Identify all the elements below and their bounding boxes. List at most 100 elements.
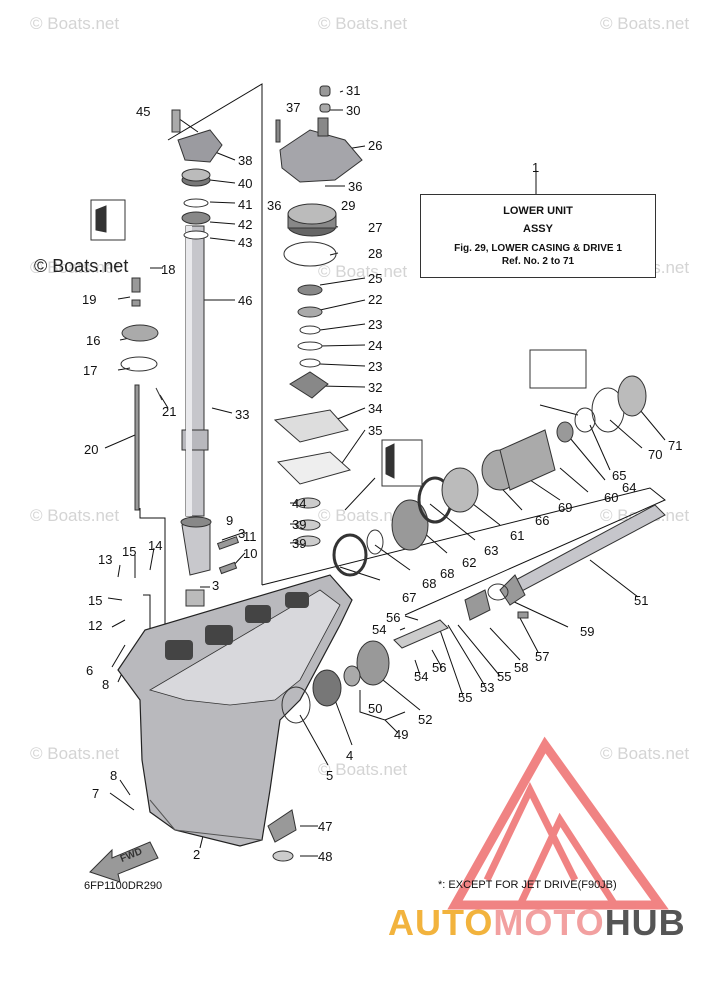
watermark: © Boats.net (30, 258, 120, 277)
water-pump-parts (273, 85, 363, 547)
callout-number[interactable]: 35 (368, 423, 383, 438)
callout-number[interactable]: 39 (292, 517, 307, 532)
watermark: © Boats.net (318, 14, 408, 33)
drawing-code: 6FP1100DR290 (84, 880, 163, 892)
callout-number[interactable]: 57 (535, 649, 550, 664)
callout-number[interactable]: 56 (432, 660, 447, 675)
callout-number[interactable]: 11 (243, 529, 257, 544)
callout-number[interactable]: 12 (88, 618, 103, 633)
callout-number[interactable]: 61 (510, 528, 525, 543)
callout-number[interactable]: 34 (368, 401, 383, 416)
callout-number[interactable]: 65 (612, 468, 627, 483)
callout-number[interactable]: 14 (148, 538, 163, 553)
callout-number[interactable]: 36 (267, 198, 282, 213)
callout-number[interactable]: 66 (535, 513, 550, 528)
callout-number[interactable]: 25 (368, 271, 383, 286)
callout-number[interactable]: 9 (226, 513, 234, 528)
callout-number[interactable]: 24 (368, 338, 383, 353)
callout-number[interactable]: 47 (318, 819, 333, 834)
callout-number[interactable]: 67 (402, 590, 417, 605)
watermark: © Boats.net (30, 14, 120, 33)
callout-number[interactable]: 50 (368, 701, 383, 716)
callout-number[interactable]: 68 (422, 576, 437, 591)
callout-number[interactable]: 63 (484, 543, 499, 558)
callout-number[interactable]: 3 (238, 526, 246, 541)
callout-number[interactable]: 13 (98, 552, 113, 567)
assembly-info-box: LOWER UNIT ASSY Fig. 29, LOWER CASING & … (420, 194, 656, 278)
callout-number[interactable]: 54 (414, 669, 429, 684)
callout-number[interactable]: 6 (86, 663, 94, 678)
callout-number[interactable]: 32 (368, 380, 383, 395)
callout-number[interactable]: 43 (238, 235, 253, 250)
callout-number[interactable]: 56 (386, 610, 401, 625)
callout-number[interactable]: 55 (458, 690, 473, 705)
watermark: © Boats.net (30, 506, 120, 525)
callout-number[interactable]: 10 (243, 546, 258, 561)
callout-number[interactable]: 5 (326, 768, 334, 783)
callout-number[interactable]: 36 (348, 179, 363, 194)
callout-number[interactable]: 30 (346, 103, 361, 118)
callout-number[interactable]: 15 (122, 544, 137, 559)
watermark: © Boats.net (318, 760, 408, 779)
brand-wordmark: AUTOMOTOHUB (388, 902, 686, 944)
callout-number[interactable]: 8 (110, 768, 118, 783)
callout-number[interactable]: 23 (368, 317, 383, 332)
callout-number[interactable]: 69 (558, 500, 573, 515)
shift-rod-parts (90, 199, 163, 511)
callout-number[interactable]: 31 (346, 83, 361, 98)
callout-number[interactable]: 7 (92, 786, 100, 801)
callout-number[interactable]: 20 (84, 442, 99, 457)
callout-number[interactable]: 4 (346, 748, 354, 763)
propeller-shaft-parts (281, 349, 666, 724)
callout-number[interactable]: 22 (368, 292, 383, 307)
callout-number[interactable]: 48 (318, 849, 333, 864)
shaft-upper-parts (171, 109, 223, 240)
callout-number[interactable]: 71 (668, 438, 683, 453)
callout-number[interactable]: 42 (238, 217, 253, 232)
callout-number[interactable]: 26 (368, 138, 383, 153)
callout-number[interactable]: 17 (83, 363, 98, 378)
callout-number[interactable]: 45 (136, 104, 151, 119)
callout-number[interactable]: 19 (82, 292, 97, 307)
figure-reference: Fig. 29, LOWER CASING & DRIVE 1 (454, 243, 622, 254)
callout-number[interactable]: 62 (462, 555, 477, 570)
callout-number[interactable]: 15 (88, 593, 103, 608)
callout-number[interactable]: 41 (238, 197, 253, 212)
callout-number[interactable]: 3 (212, 578, 220, 593)
callout-number[interactable]: 54 (372, 622, 387, 637)
callout-number[interactable]: 55 (497, 669, 512, 684)
callout-number[interactable]: 70 (648, 447, 663, 462)
callout-number[interactable]: 51 (634, 593, 649, 608)
callout-number[interactable]: 52 (418, 712, 433, 727)
callout-number[interactable]: 40 (238, 176, 253, 191)
callout-number[interactable]: 23 (368, 359, 383, 374)
callout-number[interactable]: 49 (394, 727, 409, 742)
callout-number[interactable]: 46 (238, 293, 253, 308)
callout-number[interactable]: 8 (102, 677, 110, 692)
lower-casing (117, 574, 353, 847)
callout-number[interactable]: 28 (368, 246, 383, 261)
watermark: © Boats.net (30, 744, 120, 763)
callout-number[interactable]: 33 (235, 407, 250, 422)
drive-shaft (181, 225, 209, 517)
callout-number[interactable]: 16 (86, 333, 101, 348)
forward-arrow-icon (89, 841, 159, 883)
callout-number[interactable]: 60 (604, 490, 619, 505)
callout-number[interactable]: 29 (341, 198, 356, 213)
callout-number[interactable]: 21 (162, 404, 177, 419)
callout-number[interactable]: 39 (292, 536, 307, 551)
callout-number[interactable]: 2 (193, 847, 201, 862)
callout-number[interactable]: 64 (622, 480, 637, 495)
callout-number[interactable]: 53 (480, 680, 495, 695)
callout-number[interactable]: 27 (368, 220, 383, 235)
callout-number[interactable]: 37 (286, 100, 301, 115)
callout-number[interactable]: 38 (238, 153, 253, 168)
brand-part-auto: AUTO (388, 902, 494, 943)
callout-number[interactable]: 68 (440, 566, 455, 581)
callout-number[interactable]: 58 (514, 660, 529, 675)
callout-number[interactable]: 59 (580, 624, 595, 639)
callout-number[interactable]: 44 (292, 496, 307, 511)
callout-number[interactable]: 18 (161, 262, 176, 277)
callout-number[interactable]: 1 (532, 160, 540, 175)
